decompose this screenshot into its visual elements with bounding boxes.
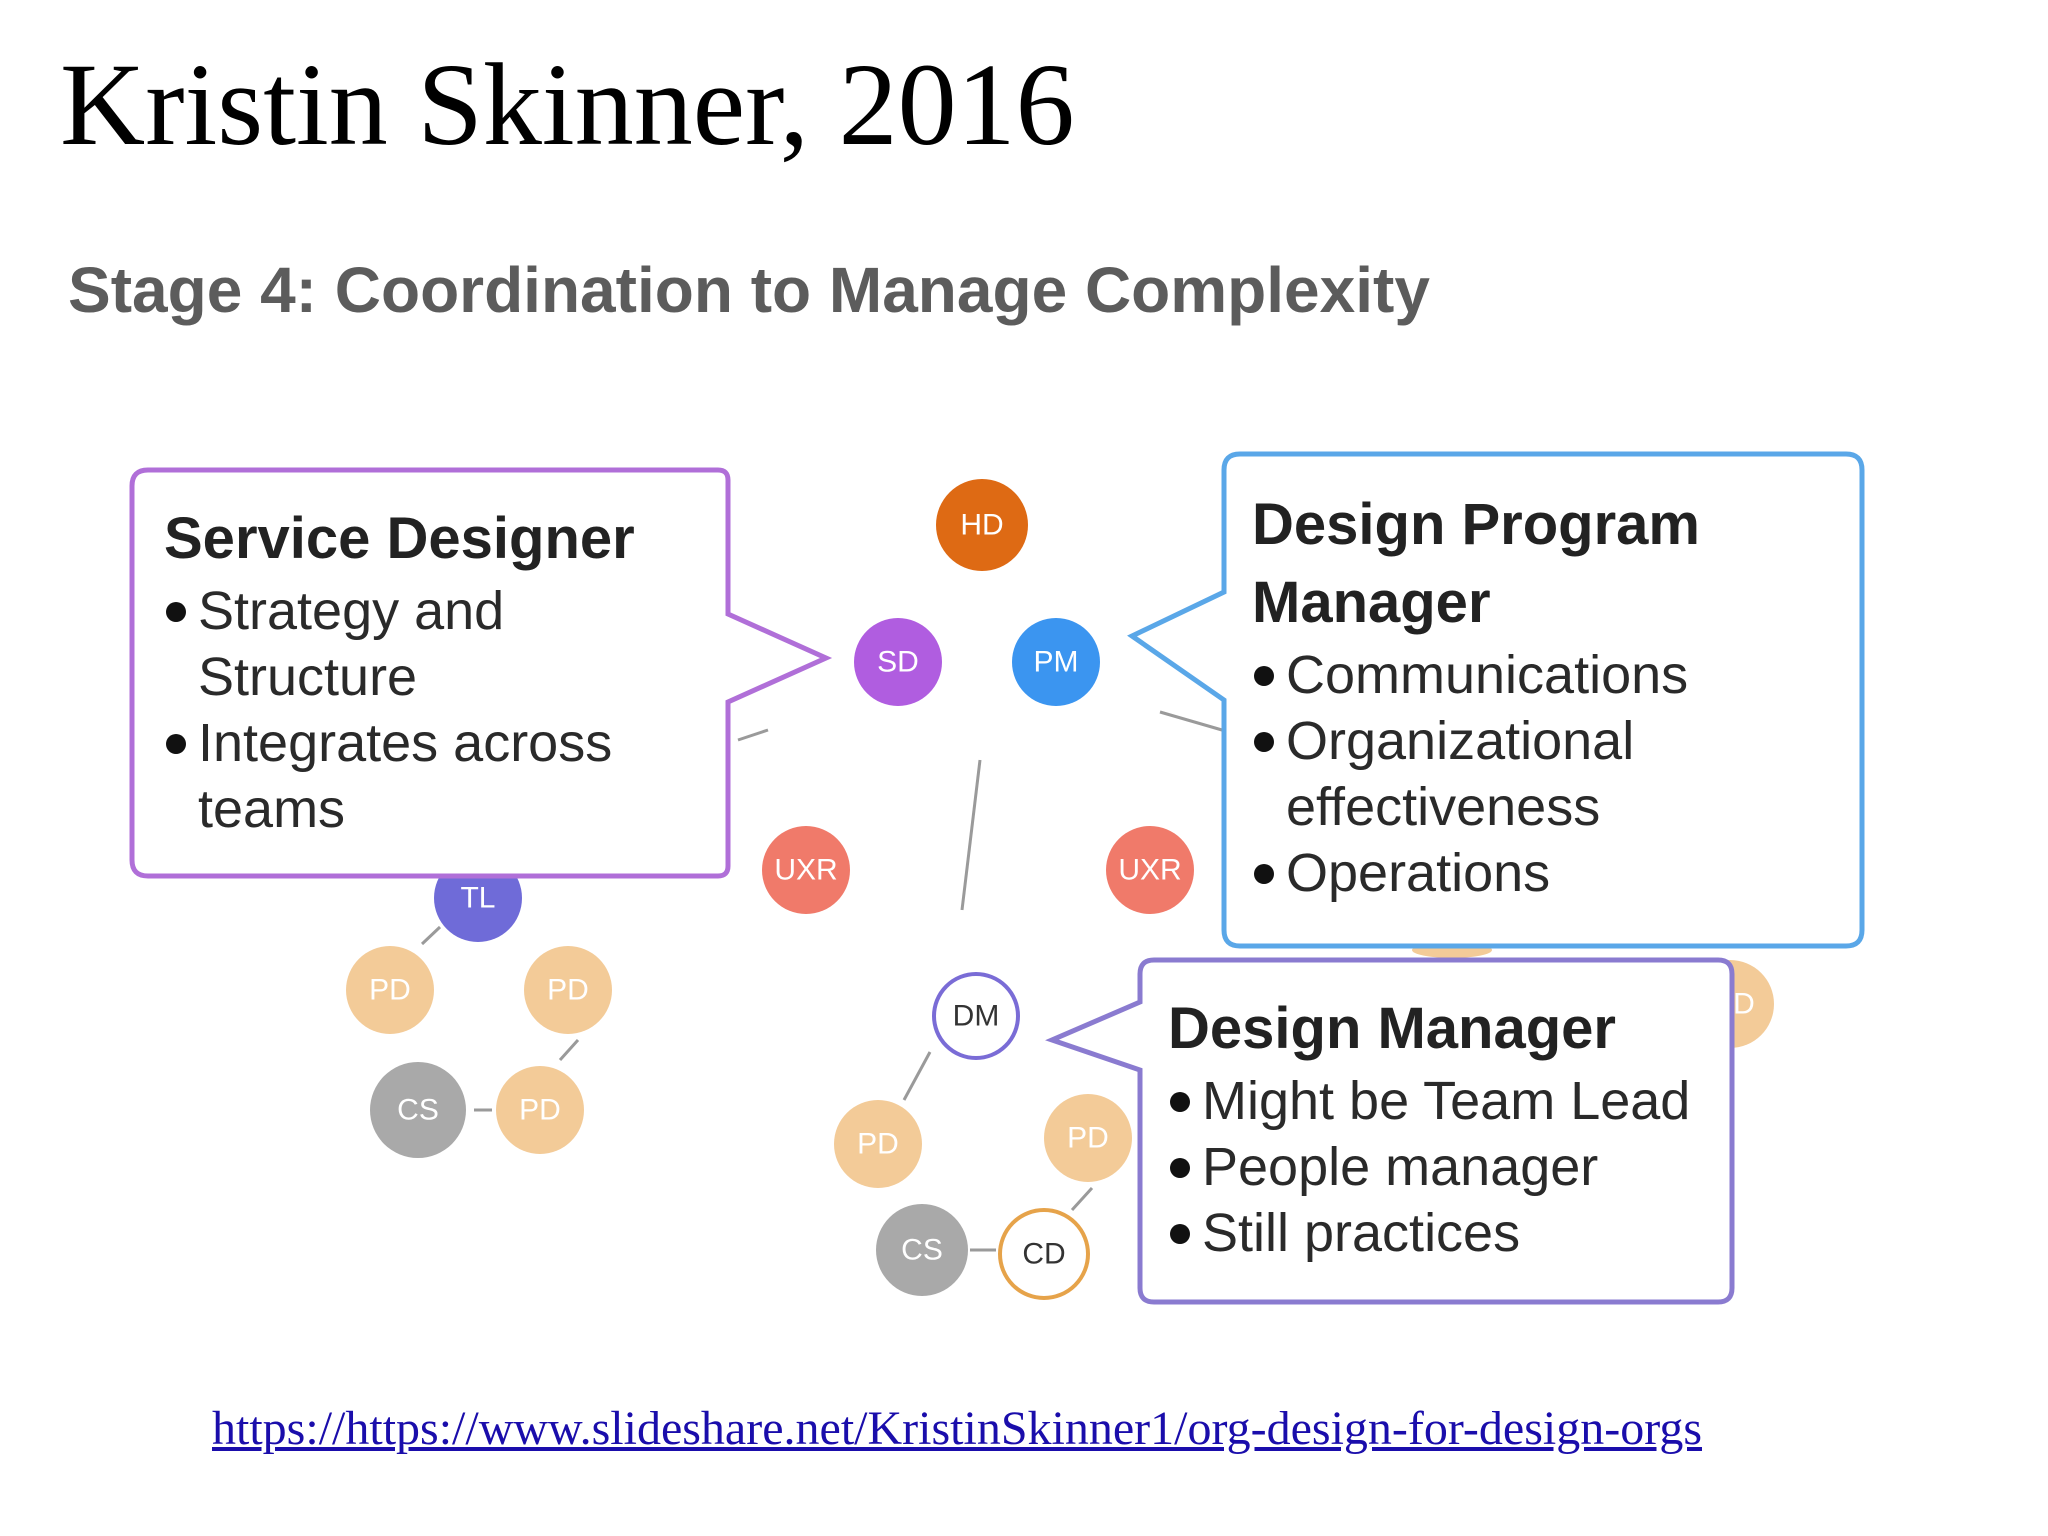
tl-node-label: TL <box>460 882 495 915</box>
connector-line <box>1070 1186 1094 1212</box>
design-program-manager-callout-shape <box>1127 451 1865 949</box>
cs-node-label: CS <box>397 1094 439 1127</box>
pd-node-circle <box>1044 1094 1132 1182</box>
stage-title: Stage 4: Coordination to Manage Complexi… <box>68 254 1430 326</box>
dm-node-label: DM <box>953 1000 1000 1033</box>
uxr-left-node: UXR <box>762 826 850 914</box>
pd-partial-node-label: D <box>1733 988 1755 1021</box>
dm-node: DM <box>932 972 1020 1060</box>
bullet-item: Operations <box>1252 840 1812 906</box>
pd-node: PD <box>1044 1094 1132 1182</box>
service-designer-title: Service Designer <box>164 506 635 571</box>
connector-line <box>737 728 769 742</box>
pd-node-label: PD <box>547 974 589 1007</box>
service-designer-callout-shape <box>129 467 833 879</box>
design-program-manager-callout: Design Program Manager Communications Or… <box>1252 486 1812 906</box>
pd-node-label: PD <box>857 1128 899 1161</box>
pd-node-label: PD <box>519 1094 561 1127</box>
uxr-right-node: UXR <box>1106 826 1194 914</box>
bullet-item: Integrates across teams <box>164 710 704 842</box>
connector-line <box>1159 710 1223 732</box>
pd-node: PD <box>496 1066 584 1154</box>
connector-line <box>960 759 982 911</box>
cs-node-label: CS <box>901 1234 943 1267</box>
pm-node-label: PM <box>1034 646 1079 679</box>
slide-title: Kristin Skinner, 2016 <box>60 39 1075 170</box>
cs-node-circle <box>876 1204 968 1296</box>
hd-node-circle <box>936 479 1028 571</box>
bullet-item: People manager <box>1168 1134 1728 1200</box>
pd-node-circle <box>524 946 612 1034</box>
cs-node-circle <box>370 1062 466 1158</box>
uxr-left-node-circle <box>762 826 850 914</box>
bullet-item: Strategy and Structure <box>164 578 704 710</box>
hd-node: HD <box>936 479 1028 571</box>
uxr-right-node-circle <box>1106 826 1194 914</box>
design-manager-bullets: Might be Team Lead People manager Still … <box>1168 1068 1728 1266</box>
uxr-left-node-label: UXR <box>774 854 837 887</box>
bullet-item: Organizational effectiveness <box>1252 708 1812 840</box>
pd-node-circle <box>834 1100 922 1188</box>
pd-node-circle <box>346 946 434 1034</box>
hd-node-label: HD <box>960 509 1003 542</box>
pd-node-label: PD <box>1067 1122 1109 1155</box>
pd-node: PD <box>524 946 612 1034</box>
cd-node: CD <box>998 1208 1090 1300</box>
service-designer-bullets: Strategy and Structure Integrates across… <box>164 578 704 842</box>
design-manager-callout-shape <box>1045 957 1735 1305</box>
bullet-item: Might be Team Lead <box>1168 1068 1728 1134</box>
cd-node-label: CD <box>1022 1238 1065 1271</box>
design-program-manager-bullets: Communications Organizational effectiven… <box>1252 642 1812 906</box>
design-manager-title: Design Manager <box>1168 996 1616 1061</box>
bullet-item: Communications <box>1252 642 1812 708</box>
cd-node-circle <box>998 1208 1090 1300</box>
sd-node: SD <box>854 618 942 706</box>
sd-node-label: SD <box>877 646 919 679</box>
pm-node-circle <box>1012 618 1100 706</box>
source-link[interactable]: https://https://www.slideshare.net/Krist… <box>212 1402 1702 1455</box>
pd-node: PD <box>834 1100 922 1188</box>
pd-node: PD <box>346 946 434 1034</box>
service-designer-callout: Service Designer Strategy and Structure … <box>164 500 704 842</box>
uxr-right-node-label: UXR <box>1118 854 1181 887</box>
dm-node-circle <box>932 972 1020 1060</box>
cs-node: CS <box>370 1062 466 1158</box>
pd-node-circle <box>496 1066 584 1154</box>
pm-node: PM <box>1012 618 1100 706</box>
connector-line <box>902 1051 932 1101</box>
design-manager-callout: Design Manager Might be Team Lead People… <box>1168 990 1728 1266</box>
pd-node-label: PD <box>369 974 411 1007</box>
design-program-manager-title: Design Program Manager <box>1252 492 1700 635</box>
connector-line <box>558 1038 580 1062</box>
sd-node-circle <box>854 618 942 706</box>
bullet-item: Still practices <box>1168 1200 1728 1266</box>
connector-line <box>420 925 442 946</box>
cs-node: CS <box>876 1204 968 1296</box>
